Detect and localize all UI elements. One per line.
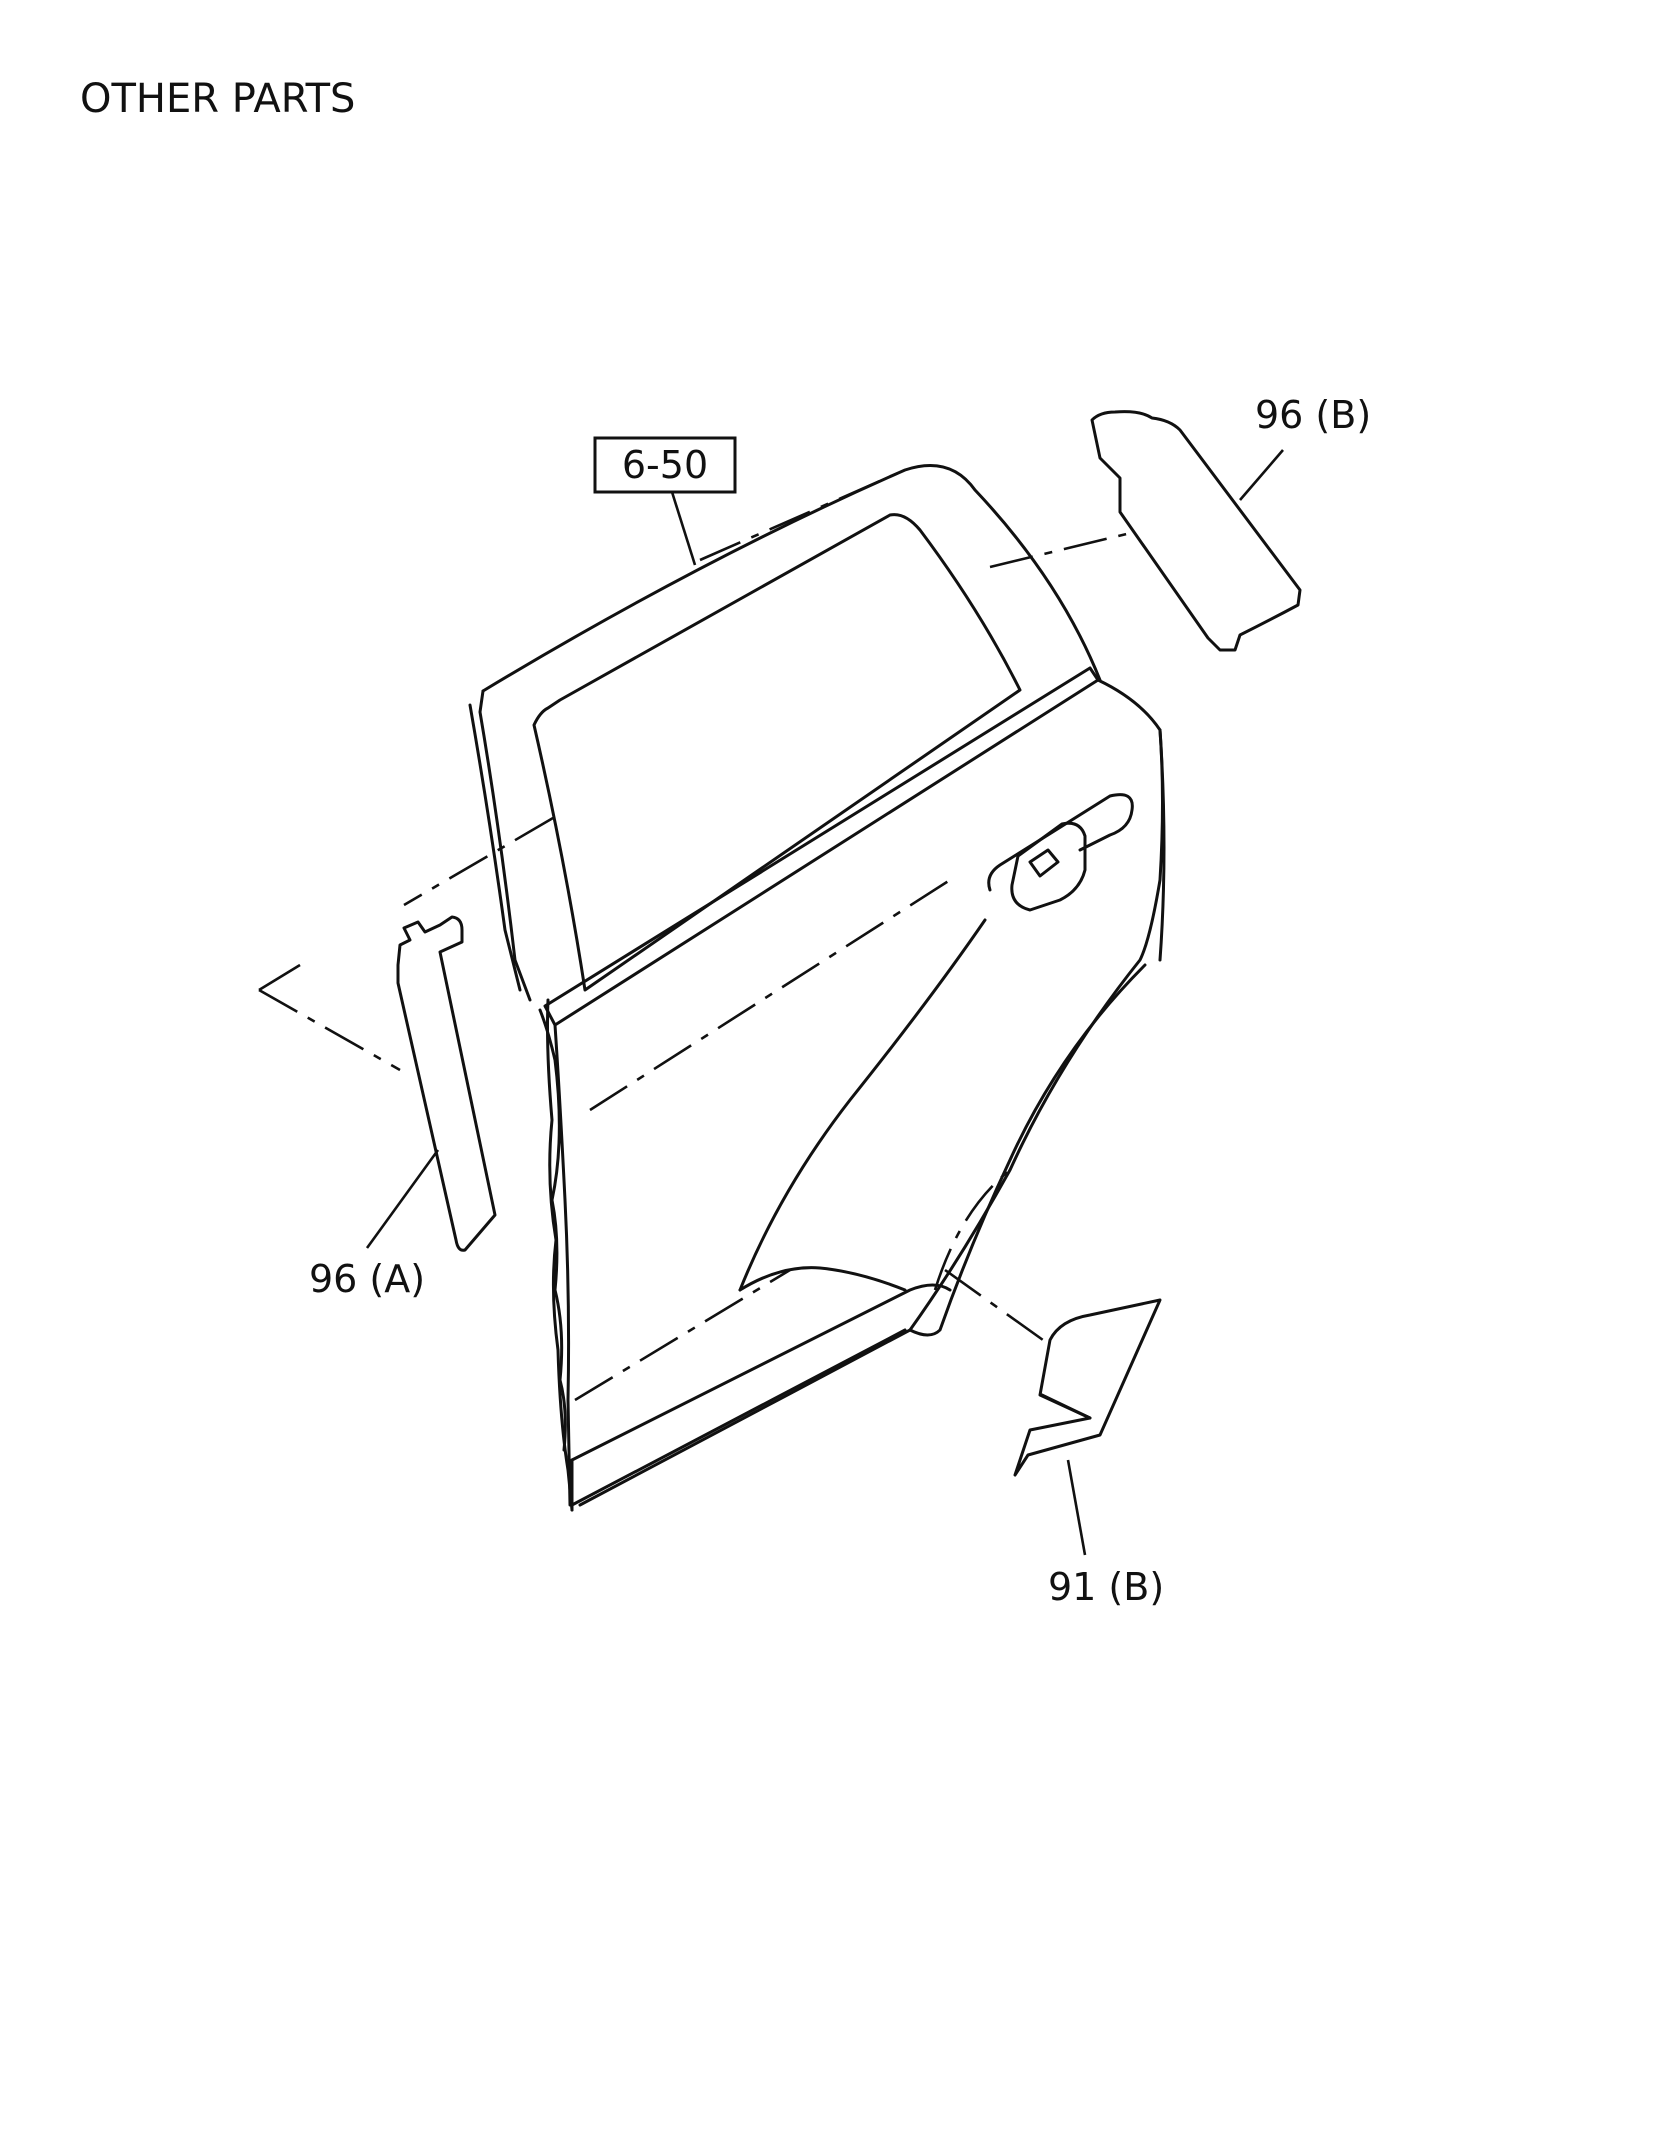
door-bottom-edge	[570, 1283, 952, 1462]
molding-96b-shape	[1090, 410, 1302, 652]
leader-96b	[1239, 449, 1284, 501]
wheel-arch-cutout	[908, 963, 1147, 1337]
door-sash-outer	[481, 464, 1102, 693]
door-front-outline	[546, 998, 574, 1512]
door-hinge-edge	[538, 1008, 567, 1452]
page-title: OTHER PARTS	[80, 76, 356, 122]
beltline-molding	[543, 666, 1100, 1027]
guard-91b-edge	[1040, 1393, 1092, 1420]
molding-96a-shape	[396, 915, 497, 1252]
phantom-rear-upper	[989, 528, 1144, 569]
callout-96b: 96 (B)	[1255, 393, 1371, 437]
door-handle-escutcheon	[1010, 821, 1087, 912]
phantom-sash-top	[699, 468, 906, 562]
door-front-edge-inner	[468, 703, 522, 992]
phantom-front-upper	[403, 816, 554, 907]
window-opening	[532, 513, 1022, 992]
part-96b-molding: 96 (B)	[1090, 393, 1371, 652]
door-front-edge	[478, 689, 532, 1002]
phantom-arch	[944, 1268, 1051, 1347]
callout-96a: 96 (A)	[309, 1257, 425, 1301]
reference-box: 6-50	[593, 436, 737, 566]
door-rear-edge	[1158, 728, 1166, 962]
door-handle-keyhole	[1028, 848, 1060, 878]
phantom-lines	[258, 468, 1144, 1402]
reference-label: 6-50	[622, 443, 708, 487]
door-character-line	[738, 918, 987, 1292]
door-handle	[987, 793, 1134, 892]
reference-box-frame	[593, 436, 737, 494]
guard-91b-shape	[1013, 1298, 1162, 1477]
part-91b-guard: 91 (B)	[1013, 1298, 1164, 1609]
phantom-arch-inner	[933, 1168, 1011, 1291]
phantom-front-lower	[258, 988, 401, 1072]
callout-91b: 91 (B)	[1048, 1565, 1164, 1609]
phantom-panel-low	[574, 1268, 791, 1402]
rear-door-assembly	[468, 464, 1166, 1512]
door-bottom-sill	[570, 1328, 907, 1507]
phantom-panel-mid	[589, 878, 951, 1112]
leader-96a	[365, 1149, 440, 1249]
door-lower-character	[738, 1266, 907, 1292]
leader-reference	[670, 491, 697, 566]
leader-91b	[1066, 1459, 1087, 1556]
phantom-front-corner	[258, 963, 301, 992]
part-96a-molding: 96 (A)	[309, 915, 497, 1301]
